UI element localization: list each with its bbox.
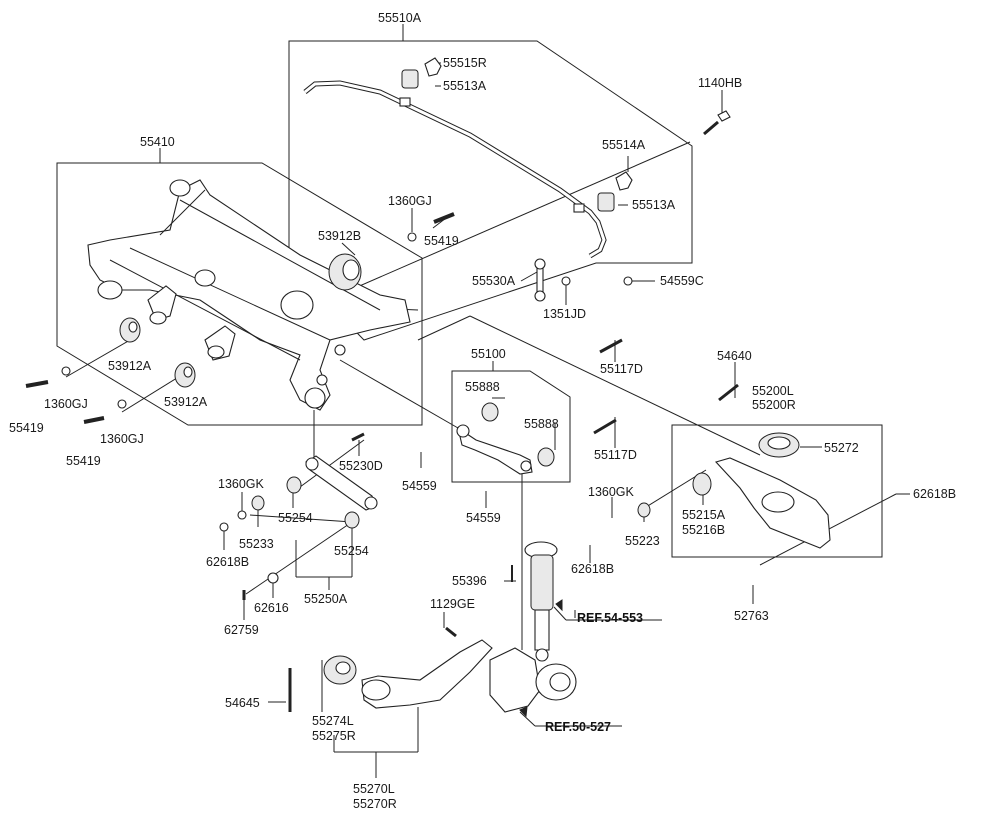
ref-label-50-527[interactable]: REF.50-527 — [545, 720, 611, 734]
label-55233: 55233 — [239, 537, 274, 551]
ref-link-54-553[interactable]: REF.54-553 — [555, 599, 643, 625]
label-55419-left2: 55419 — [66, 454, 101, 468]
label-55513A-top: 55513A — [443, 79, 487, 93]
crossmember-drawing — [87, 179, 411, 411]
label-54645: 54645 — [225, 696, 260, 710]
label-62616: 62616 — [254, 601, 289, 615]
label-55274L: 55274L — [312, 714, 354, 728]
shock-absorber-drawing — [511, 541, 558, 662]
stabilizer-link-drawing — [534, 258, 633, 302]
label-55396: 55396 — [452, 574, 487, 588]
ref-link-50-527[interactable]: REF.50-527 — [519, 706, 611, 734]
label-55888-mid: 55888 — [524, 417, 559, 431]
label-55254-bottom: 55254 — [334, 544, 369, 558]
label-62618B-right: 62618B — [913, 487, 956, 501]
label-55275R: 55275R — [312, 729, 356, 743]
label-54559-bottom: 54559 — [466, 511, 501, 525]
label-1360GJ-top: 1360GJ — [388, 194, 432, 208]
ref-label-54-553[interactable]: REF.54-553 — [577, 611, 643, 625]
label-62618B-left: 62618B — [206, 555, 249, 569]
label-55200L: 55200L — [752, 384, 794, 398]
lateral-link-drawing — [219, 432, 378, 600]
knuckle-hub-drawing — [489, 647, 577, 713]
label-55514A: 55514A — [602, 138, 646, 152]
bolt-1140HB-drawing — [703, 110, 731, 136]
stabilizer-bushing-drawing — [401, 57, 633, 212]
label-55117D-top: 55117D — [600, 362, 643, 376]
bushings-53912A-drawing — [119, 317, 196, 388]
group-box-lower-arm-55200 — [671, 424, 883, 558]
label-53912A-1: 53912A — [108, 359, 152, 373]
bolts-55117D-drawing — [593, 338, 623, 435]
label-53912A-2: 53912A — [164, 395, 208, 409]
trailing-arm-55270-drawing — [288, 626, 493, 712]
bolts-55419-drawing — [25, 212, 455, 424]
trailing-arm-55100-drawing — [456, 402, 555, 475]
group-box-trailing-arm-55100 — [451, 361, 571, 483]
group-box-crossmember — [56, 148, 423, 426]
label-1140HB: 1140HB — [698, 76, 742, 90]
label-55530A: 55530A — [472, 274, 516, 288]
label-55254-top: 55254 — [278, 511, 313, 525]
label-55230D: 55230D — [339, 459, 383, 473]
label-55223: 55223 — [625, 534, 660, 548]
label-55515R: 55515R — [443, 56, 487, 70]
label-1360GJ-left2: 1360GJ — [100, 432, 144, 446]
label-55250A: 55250A — [304, 592, 348, 606]
label-55200R: 55200R — [752, 398, 796, 412]
label-55272: 55272 — [824, 441, 859, 455]
label-55117D-mid: 55117D — [594, 448, 637, 462]
label-55888-top: 55888 — [465, 380, 500, 394]
lower-arm-55200-drawing — [637, 383, 831, 549]
label-55410: 55410 — [140, 135, 175, 149]
label-1351JD: 1351JD — [543, 307, 586, 321]
label-55510A: 55510A — [378, 11, 422, 25]
part-labels: 55510A 55515R 55513A 1140HB 55514A 55513… — [9, 11, 956, 811]
label-54559-left: 54559 — [402, 479, 437, 493]
bushing-53912B-drawing — [328, 253, 362, 291]
label-54559C: 54559C — [660, 274, 704, 288]
label-62618B-mid: 62618B — [571, 562, 614, 576]
label-1129GE: 1129GE — [430, 597, 475, 611]
label-55216B: 55216B — [682, 523, 725, 537]
label-1360GJ-left: 1360GJ — [44, 397, 88, 411]
label-55270L: 55270L — [353, 782, 395, 796]
label-62759: 62759 — [224, 623, 259, 637]
label-55100: 55100 — [471, 347, 506, 361]
label-54640: 54640 — [717, 349, 752, 363]
label-55419-left: 55419 — [9, 421, 44, 435]
label-55215A: 55215A — [682, 508, 726, 522]
label-55513A-mid: 55513A — [632, 198, 676, 212]
label-1360GK-left: 1360GK — [218, 477, 265, 491]
label-55419-top: 55419 — [424, 234, 459, 248]
label-52763: 52763 — [734, 609, 769, 623]
label-55270R: 55270R — [353, 797, 397, 811]
label-53912B: 53912B — [318, 229, 361, 243]
stabilizer-bar-drawing — [303, 80, 607, 259]
label-1360GK-mid: 1360GK — [588, 485, 635, 499]
